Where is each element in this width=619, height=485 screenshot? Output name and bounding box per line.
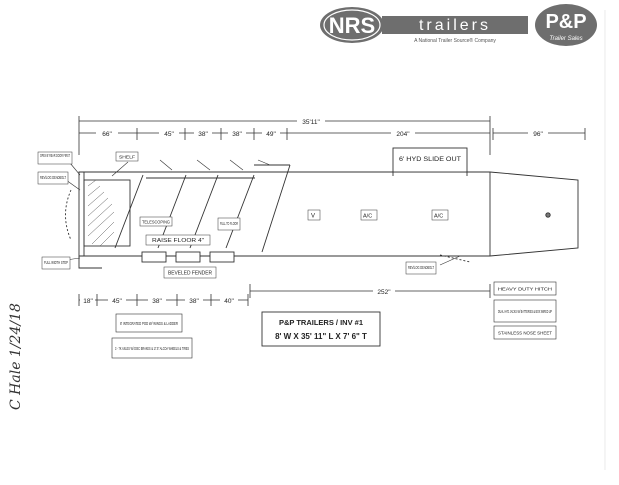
title-line-1: P&P TRAILERS / INV #1 (279, 318, 363, 327)
feature-boxes: HEAVY DUTY HITCH DUAL HYD JACKS W/ BATTE… (493, 281, 557, 340)
dim-top-4: 38" (232, 131, 242, 138)
nrs-logo-ring (323, 9, 381, 41)
title-box: P&P TRAILERS / INV #1 8' W X 35' 11" L X… (261, 311, 381, 347)
dim-top-6: 204" (396, 131, 410, 138)
feature-nose-sheet: STAINLESS NOSE SHEET (498, 331, 552, 336)
feature-boxes-left: 8' INTEGRATED POD W/ WINGS & LADDER 3 - … (111, 313, 193, 359)
feature-hitch: HEAVY DUTY HITCH (498, 287, 552, 292)
callout-raise-floor: RAISE FLOOR 4" (152, 238, 204, 244)
feature-pod: 8' INTEGRATED POD W/ WINGS & LADDER (120, 321, 178, 326)
callout-telescoping: TELESCOPING (142, 220, 170, 225)
callout-full-to-floor: FULL TO FLOOR (220, 221, 238, 226)
vent-ac-1: A/C (363, 214, 372, 220)
callout-beveled-fender: BEVELED FENDER (168, 271, 212, 277)
trailers-banner (382, 16, 528, 34)
callout-shelf: SHELF (119, 155, 136, 160)
vent-ac-2: A/C (434, 214, 443, 220)
dim-bottom-4: 38" (189, 298, 199, 305)
vent-v: V (311, 214, 315, 220)
pp-logo-text: P&P (545, 11, 586, 33)
pp-logo-subtext: Trailer Sales (549, 36, 582, 42)
callout-full-width-step: FULL WIDTH STEP (44, 260, 68, 265)
callouts: OPEN 8' REAR DOOR FIRST REV/LOG DEADBOLT… (37, 151, 461, 279)
dim-bottom-long: 252" (377, 289, 391, 296)
dim-overall-length: 35'11" (302, 119, 320, 126)
logo-tagline: A National Trailer Source® Company (414, 37, 496, 44)
dimension-lines (78, 116, 586, 306)
dim-bottom-5: 40" (224, 298, 234, 305)
trailer-body (65, 147, 579, 269)
handwritten-note: C Hale 1/24/18 (8, 303, 24, 410)
pp-logo-oval (535, 4, 597, 46)
dim-bottom-2: 45" (112, 298, 122, 305)
header-logo: NRS trailers A National Trailer Source® … (320, 4, 597, 46)
leader-lines (65, 159, 461, 266)
nrs-logo-oval (320, 7, 384, 43)
handwritten-signature: C Hale 1/24/18 (8, 303, 24, 410)
feature-axles: 3 - 7K AXLES W/ DISC BRAKES & 17.5" ALCO… (115, 346, 189, 351)
dim-top-2: 45" (164, 131, 174, 138)
dim-bottom-1: 18" (83, 298, 93, 305)
dimension-labels: 35'11" 66" 45" 38" 38" 49" 204" 96" 18" … (80, 117, 548, 305)
callout-open-rear-door: OPEN 8' REAR DOOR FIRST (40, 153, 70, 158)
dim-top-1: 66" (102, 131, 112, 138)
callout-slide-out: 6' HYD SLIDE OUT (399, 156, 461, 163)
dim-nose: 96" (533, 131, 543, 138)
nrs-logo-text: NRS (329, 13, 375, 38)
rear-hatching (87, 179, 115, 247)
callout-rev-deadbolt-right: REV/LOG DEADBOLT (408, 265, 434, 270)
callout-rev-deadbolt-left: REV/LOG DEADBOLT (40, 175, 66, 180)
feature-jacks: DUAL HYD JACKS W/ BATTERIES & BOX WIRED … (498, 309, 552, 314)
dim-top-5: 49" (266, 131, 276, 138)
trailers-logo-text: trailers (419, 17, 491, 34)
title-line-2: 8' W X 35' 11" L X 7' 6" T (275, 332, 367, 341)
dim-bottom-3: 38" (152, 298, 162, 305)
dim-top-3: 38" (198, 131, 208, 138)
